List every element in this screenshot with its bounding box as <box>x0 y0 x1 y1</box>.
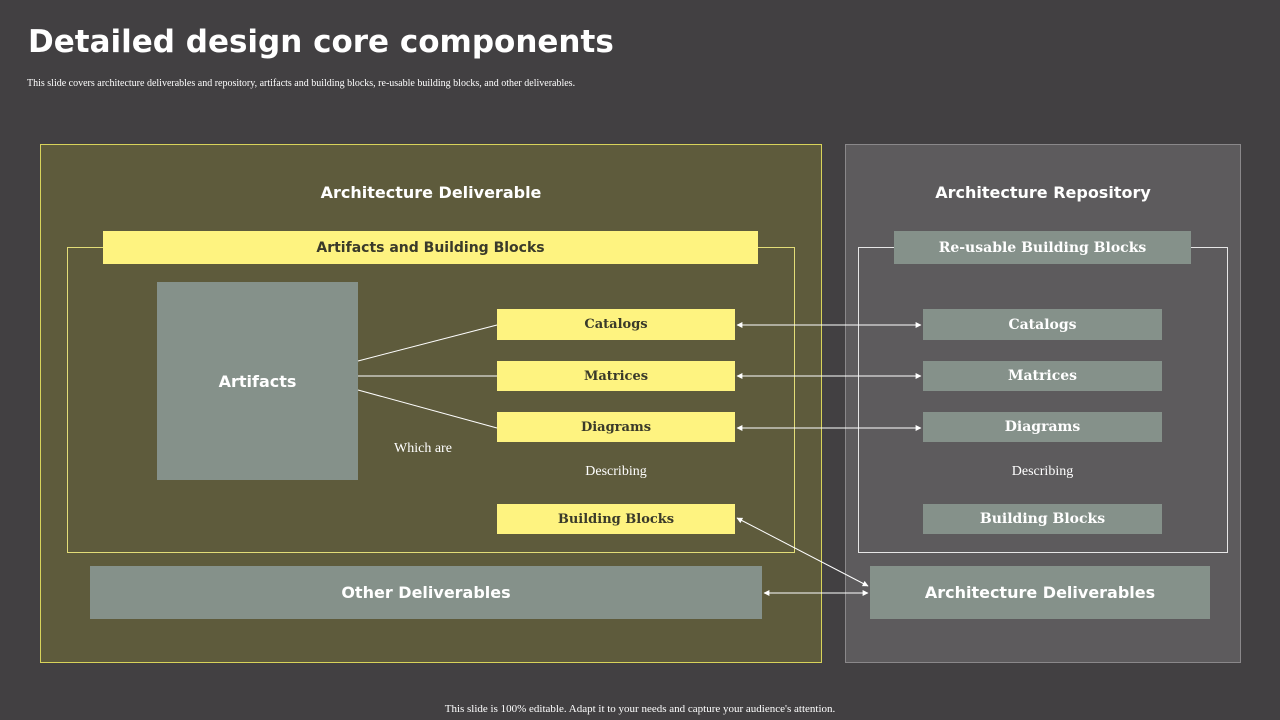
left-matrices-box: Matrices <box>497 361 735 391</box>
left-building-blocks-box: Building Blocks <box>497 504 735 534</box>
other-deliverables-box: Other Deliverables <box>90 566 762 619</box>
artifacts-to-diagrams-line <box>357 389 498 429</box>
left-describing-label: Describing <box>585 464 647 479</box>
right-matrices-box: Matrices <box>923 361 1162 391</box>
right-building-blocks-box: Building Blocks <box>923 504 1162 534</box>
slide-footer: This slide is 100% editable. Adapt it to… <box>444 703 836 715</box>
right-describing-label: Describing <box>1011 464 1074 479</box>
artifacts-box: Artifacts <box>157 282 358 480</box>
left-catalogs-box: Catalogs <box>497 309 735 340</box>
slide-title: Detailed design core components <box>28 24 614 60</box>
left-diagrams-box: Diagrams <box>497 412 735 442</box>
right-diagrams-box: Diagrams <box>923 412 1162 442</box>
architecture-repository-heading: Architecture Repository <box>935 183 1151 202</box>
which-are-label: Which are <box>394 441 452 456</box>
slide-subtitle: This slide covers architecture deliverab… <box>27 78 576 89</box>
architecture-deliverable-heading: Architecture Deliverable <box>320 183 542 202</box>
artifacts-building-blocks-bar: Artifacts and Building Blocks <box>103 231 758 264</box>
architecture-deliverables-box: Architecture Deliverables <box>870 566 1210 619</box>
artifacts-to-catalogs-line <box>357 324 498 362</box>
building-blocks-to-deliverables-arrow <box>736 517 869 587</box>
right-catalogs-box: Catalogs <box>923 309 1162 340</box>
reusable-building-blocks-bar: Re-usable Building Blocks <box>894 231 1191 264</box>
